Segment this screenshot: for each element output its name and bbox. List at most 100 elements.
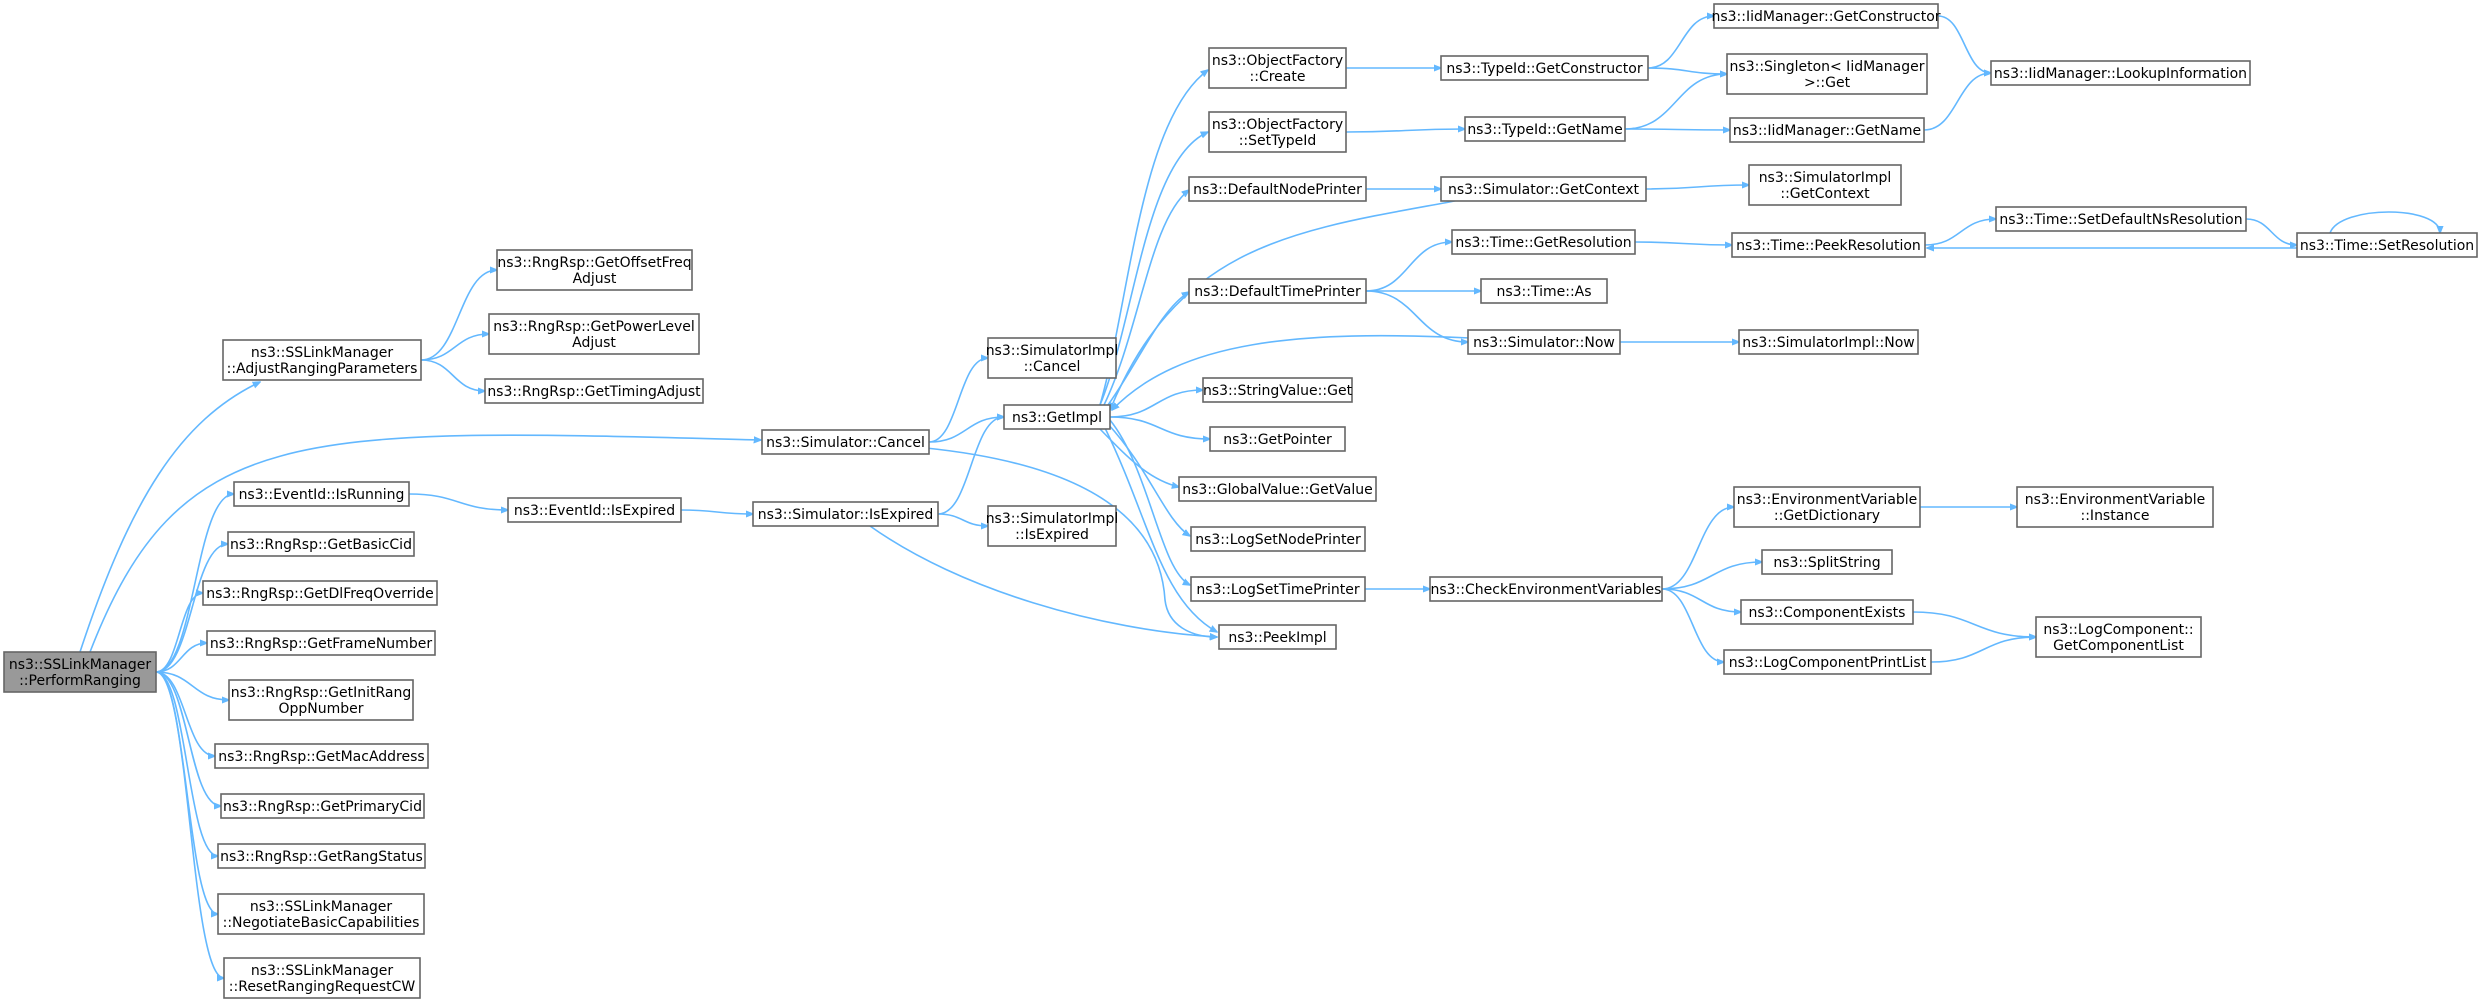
node-box (2035, 616, 2202, 658)
node-label: ::Instance (2081, 508, 2150, 524)
node-box (228, 679, 414, 721)
edge-perform-ranging-to-get-mac-address (155, 671, 215, 756)
node-label: ns3::GetPointer (1223, 432, 1332, 448)
edge-typeid-get-name-to-iid-get-name (1624, 129, 1730, 130)
node-event-is-running[interactable]: ns3::EventId::IsRunning (233, 481, 410, 507)
node-box (1713, 3, 1939, 29)
node-box (1738, 329, 1919, 355)
node-time-as[interactable]: ns3::Time::As (1480, 278, 1608, 304)
node-label: ns3::IidManager::LookupInformation (1994, 66, 2247, 82)
edge-perform-ranging-to-reset-ranging (155, 671, 224, 978)
edge-typeid-get-constructor-to-iid-get-constructor (1647, 16, 1714, 69)
node-sim-now[interactable]: ns3::Simulator::Now (1467, 329, 1621, 355)
node-label: ns3::LogComponentPrintList (1729, 655, 1927, 671)
node-simimpl-cancel[interactable]: ns3::SimulatorImpl::Cancel (986, 337, 1119, 379)
node-negotiate[interactable]: ns3::SSLinkManager::NegotiateBasicCapabi… (217, 893, 425, 935)
node-iid-get-name[interactable]: ns3::IidManager::GetName (1729, 117, 1925, 143)
edge-get-impl-to-string-value-get (1109, 390, 1203, 418)
node-label: ns3::SSLinkManager (9, 657, 152, 673)
node-time-get-resolution[interactable]: ns3::Time::GetResolution (1451, 229, 1636, 255)
edge-get-impl-to-global-value-get (1099, 428, 1179, 487)
node-get-impl[interactable]: ns3::GetImpl (1003, 404, 1111, 430)
node-get-timing-adjust[interactable]: ns3::RngRsp::GetTimingAdjust (484, 378, 704, 404)
node-get-mac-address[interactable]: ns3::RngRsp::GetMacAddress (214, 743, 429, 769)
node-get-frame-number[interactable]: ns3::RngRsp::GetFrameNumber (206, 630, 436, 656)
edge-default-time-printer-to-time-get-resolution (1365, 242, 1452, 292)
node-log-set-time-printer[interactable]: ns3::LogSetTimePrinter (1190, 576, 1366, 602)
node-box (496, 249, 693, 291)
node-time-peek-resolution[interactable]: ns3::Time::PeekResolution (1731, 232, 1926, 258)
node-simimpl-is-expired[interactable]: ns3::SimulatorImpl::IsExpired (986, 505, 1119, 547)
edge-sim-is-expired-to-peek-impl (869, 525, 1217, 637)
node-box (1995, 206, 2247, 232)
node-log-set-node-printer[interactable]: ns3::LogSetNodePrinter (1190, 526, 1366, 552)
node-simimpl-now[interactable]: ns3::SimulatorImpl::Now (1738, 329, 1919, 355)
node-label: ns3::SplitString (1773, 555, 1880, 571)
node-reset-ranging[interactable]: ns3::SSLinkManager::ResetRangingRequestC… (223, 957, 421, 999)
node-label: >::Get (1804, 75, 1851, 91)
node-time-set-default-ns[interactable]: ns3::Time::SetDefaultNsResolution (1995, 206, 2247, 232)
node-string-value-get[interactable]: ns3::StringValue::Get (1202, 377, 1353, 403)
node-label: ns3::GetImpl (1012, 410, 1102, 426)
node-adjust-ranging[interactable]: ns3::SSLinkManager::AdjustRangingParamet… (222, 339, 422, 381)
node-global-value-get[interactable]: ns3::GlobalValue::GetValue (1178, 476, 1377, 502)
node-box (1990, 60, 2251, 86)
edge-log-component-print-list-to-log-component-get-list (1930, 637, 2036, 663)
node-default-node-printer[interactable]: ns3::DefaultNodePrinter (1188, 176, 1367, 202)
node-iid-get-constructor[interactable]: ns3::IidManager::GetConstructor (1711, 3, 1941, 29)
node-get-basic-cid[interactable]: ns3::RngRsp::GetBasicCid (227, 531, 415, 557)
node-sim-is-expired[interactable]: ns3::Simulator::IsExpired (752, 501, 939, 527)
node-simimpl-get-context[interactable]: ns3::SimulatorImpl::GetContext (1748, 164, 1902, 206)
node-of-create[interactable]: ns3::ObjectFactory::Create (1208, 47, 1347, 89)
node-box (761, 429, 930, 455)
node-label: ns3::ComponentExists (1749, 605, 1906, 621)
node-box (1202, 377, 1353, 403)
node-time-set-resolution[interactable]: ns3::Time::SetResolution (2296, 232, 2478, 258)
node-box (507, 497, 682, 523)
node-sim-cancel[interactable]: ns3::Simulator::Cancel (761, 429, 930, 455)
edge-sim-is-expired-to-simimpl-is-expired (937, 513, 988, 526)
node-get-primary-cid[interactable]: ns3::RngRsp::GetPrimaryCid (220, 793, 425, 819)
node-box (1729, 117, 1925, 143)
node-perform-ranging[interactable]: ns3::SSLinkManager::PerformRanging (3, 651, 157, 693)
node-typeid-get-constructor[interactable]: ns3::TypeId::GetConstructor (1440, 55, 1649, 81)
node-label: ns3::EnvironmentVariable (1737, 492, 1918, 508)
node-box (1440, 55, 1649, 81)
node-typeid-get-name[interactable]: ns3::TypeId::GetName (1464, 116, 1626, 142)
node-of-set-typeid[interactable]: ns3::ObjectFactory::SetTypeId (1208, 111, 1347, 153)
node-get-dl-freq[interactable]: ns3::RngRsp::GetDlFreqOverride (202, 580, 438, 606)
node-split-string[interactable]: ns3::SplitString (1761, 549, 1893, 575)
node-log-component-print-list[interactable]: ns3::LogComponentPrintList (1723, 649, 1932, 675)
edge-perform-ranging-to-get-primary-cid (155, 671, 221, 806)
node-sim-get-context[interactable]: ns3::Simulator::GetContext (1440, 176, 1647, 202)
node-label: Adjust (572, 335, 616, 351)
edge-adjust-ranging-to-get-offset-freq (420, 270, 497, 361)
node-component-exists[interactable]: ns3::ComponentExists (1740, 599, 1914, 625)
node-box (987, 505, 1117, 547)
node-iid-lookup[interactable]: ns3::IidManager::LookupInformation (1990, 60, 2251, 86)
node-label: ns3::StringValue::Get (1203, 383, 1353, 399)
edge-perform-ranging-to-get-dl-freq (155, 593, 203, 673)
node-label: ns3::Time::PeekResolution (1736, 238, 1921, 254)
node-check-env[interactable]: ns3::CheckEnvironmentVariables (1429, 576, 1663, 602)
edge-typeid-get-constructor-to-singleton-get (1647, 67, 1727, 74)
node-env-instance[interactable]: ns3::EnvironmentVariable::Instance (2016, 486, 2214, 528)
node-label: ns3::SimulatorImpl::Now (1742, 335, 1915, 351)
node-singleton-get[interactable]: ns3::Singleton< IidManager >::Get (1726, 53, 1928, 95)
node-get-rang-status[interactable]: ns3::RngRsp::GetRangStatus (217, 843, 426, 869)
node-env-get-dictionary[interactable]: ns3::EnvironmentVariable::GetDictionary (1733, 486, 1921, 528)
node-label: ns3::ObjectFactory (1212, 53, 1343, 69)
node-label: ns3::RngRsp::GetBasicCid (230, 537, 412, 553)
edge-perform-ranging-to-sim-cancel (89, 434, 761, 653)
node-log-component-get-list[interactable]: ns3::LogComponent::GetComponentList (2035, 616, 2202, 658)
node-label: ns3::SSLinkManager (250, 899, 393, 915)
edge-check-env-to-env-get-dictionary (1661, 507, 1734, 590)
node-peek-impl[interactable]: ns3::PeekImpl (1218, 624, 1337, 650)
edge-component-exists-to-log-component-get-list (1912, 611, 2036, 637)
node-default-time-printer[interactable]: ns3::DefaultTimePrinter (1188, 278, 1367, 304)
node-get-pointer[interactable]: ns3::GetPointer (1209, 426, 1346, 452)
node-event-is-expired[interactable]: ns3::EventId::IsExpired (507, 497, 682, 523)
